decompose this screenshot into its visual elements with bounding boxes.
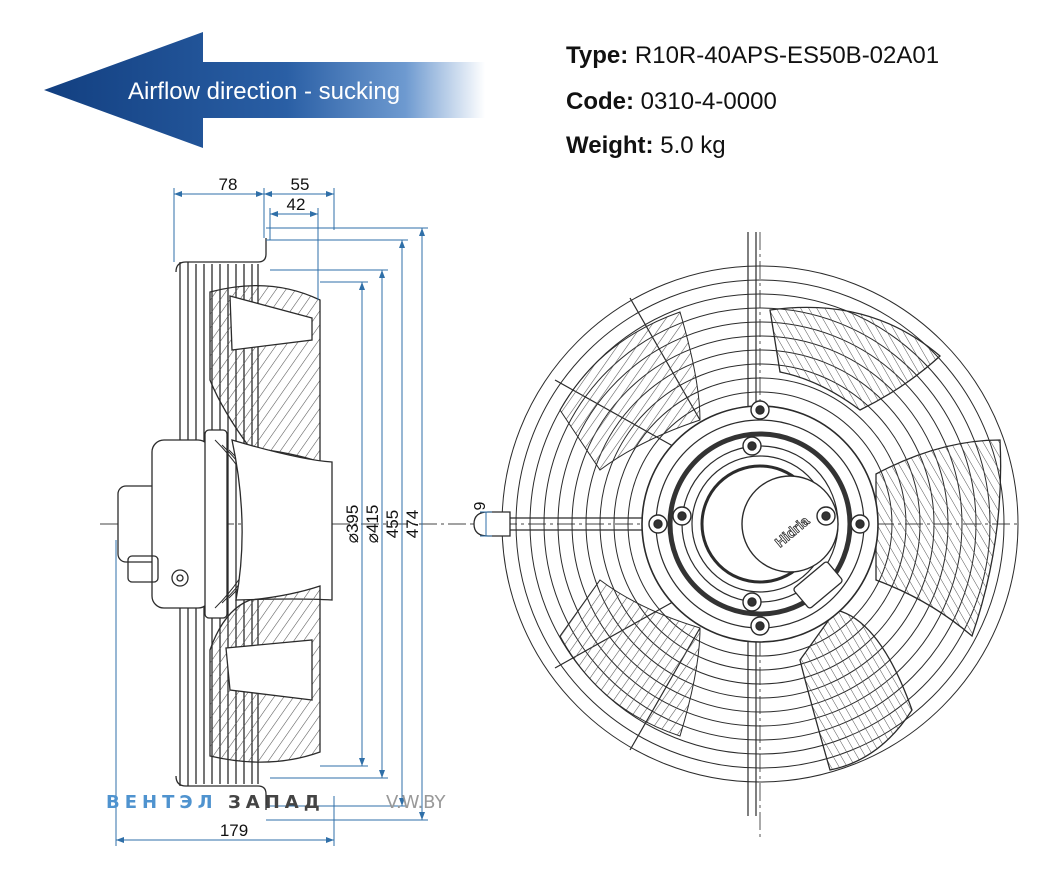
dim-415: ⌀415 (363, 505, 382, 544)
blade-left-lower (559, 579, 701, 737)
front-view: Hidria (470, 232, 1020, 838)
blade-upper-right (769, 306, 941, 411)
hub-center (741, 475, 839, 573)
spec-weight-value: 5.0 kg (660, 132, 726, 159)
motor-flange (204, 429, 228, 619)
spec-code: Code: 0310-4-0000 (566, 88, 777, 116)
front-terminal-box (793, 561, 843, 609)
dim-179: 179 (220, 821, 248, 840)
spec-weight: Weight: 5.0 kg (566, 132, 726, 160)
blade-middle-side (231, 439, 333, 601)
watermark-url: V.W.BY (386, 792, 446, 813)
rotor-winding-ring (667, 431, 853, 617)
cable-gland-icon (171, 569, 189, 587)
watermark-part2: ЗАПАД (228, 792, 325, 813)
airflow-direction-arrow: Airflow direction - sucking (44, 32, 485, 148)
dim-474: 474 (403, 510, 422, 538)
watermark-part1: ВЕНТЭЛ (106, 792, 218, 813)
dim-55: 55 (291, 175, 310, 194)
mounting-bolts (648, 400, 870, 636)
spec-code-label: Code: (566, 88, 634, 115)
guard-top-bend (175, 238, 267, 273)
spec-weight-label: Weight: (566, 132, 654, 159)
spec-code-value: 0310-4-0000 (640, 88, 777, 115)
motor-body (151, 439, 211, 609)
guard-bottom-bend (175, 775, 267, 810)
dim-395: ⌀395 (343, 505, 362, 544)
spec-type-label: Type: (566, 42, 629, 69)
blade-right (875, 439, 1002, 638)
dim-9: 9 (472, 501, 489, 510)
dimension-labels: 78 55 42 179 ⌀395 ⌀415 455 474 (219, 175, 422, 840)
spec-type: Type: R10R-40APS-ES50B-02A01 (566, 42, 939, 70)
blade-left-upper (559, 311, 701, 471)
spec-type-value: R10R-40APS-ES50B-02A01 (634, 42, 940, 69)
blade-lower-right (799, 609, 913, 771)
dim-78: 78 (219, 175, 238, 194)
dim-42: 42 (287, 195, 306, 214)
airflow-direction-label: Airflow direction - sucking (128, 78, 400, 105)
dimension-arrowheads (116, 191, 425, 843)
dim-455: 455 (383, 510, 402, 538)
guard-mount-lug (473, 511, 511, 537)
side-view (100, 238, 470, 810)
dim-9-group: 9 (472, 501, 492, 537)
